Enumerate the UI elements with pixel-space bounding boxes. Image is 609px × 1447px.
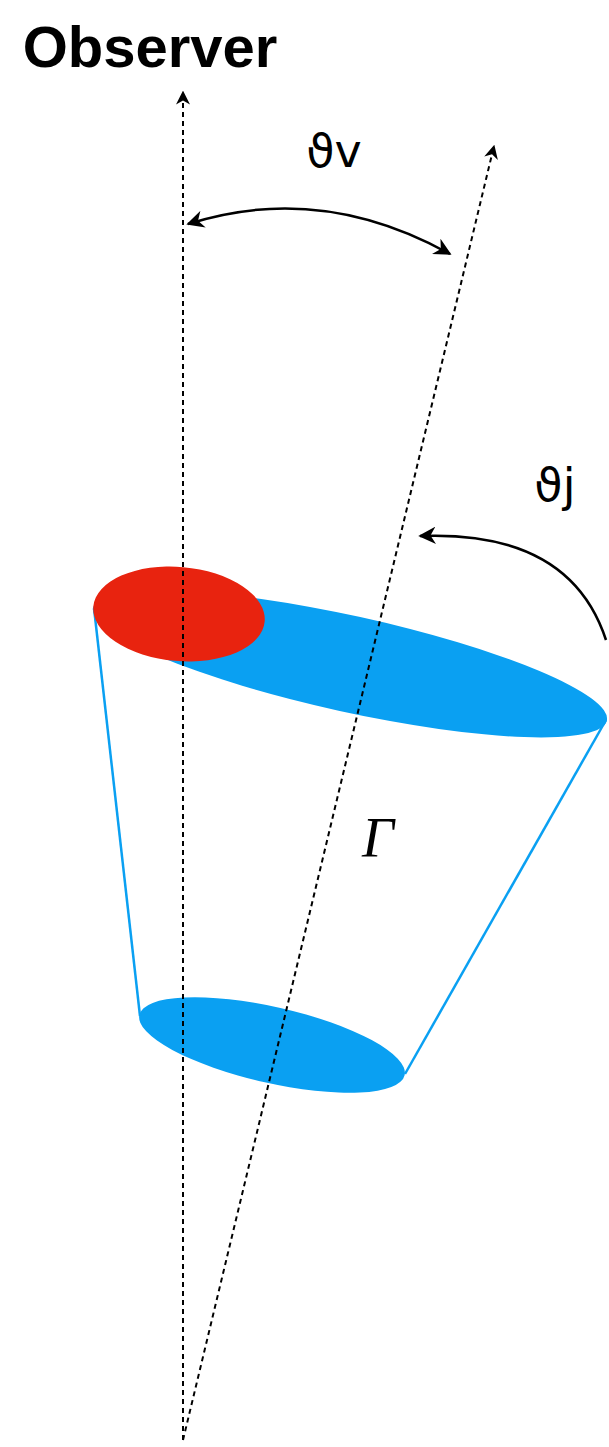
emitting-region: [89, 560, 269, 669]
observer-label: Observer: [23, 18, 278, 76]
lorentz-factor-label: Γ: [362, 810, 394, 866]
cone-side: [94, 608, 140, 1016]
cone-base: [131, 978, 413, 1112]
jet-axis: [183, 146, 494, 1440]
cone-top: [83, 561, 609, 768]
observer-axis: [182, 92, 184, 1440]
angle-label: ϑv: [306, 128, 362, 174]
angle-arc: [188, 209, 450, 254]
angle-label: ϑj: [534, 462, 575, 508]
angle-arc: [420, 536, 606, 640]
cone-side: [405, 720, 606, 1074]
